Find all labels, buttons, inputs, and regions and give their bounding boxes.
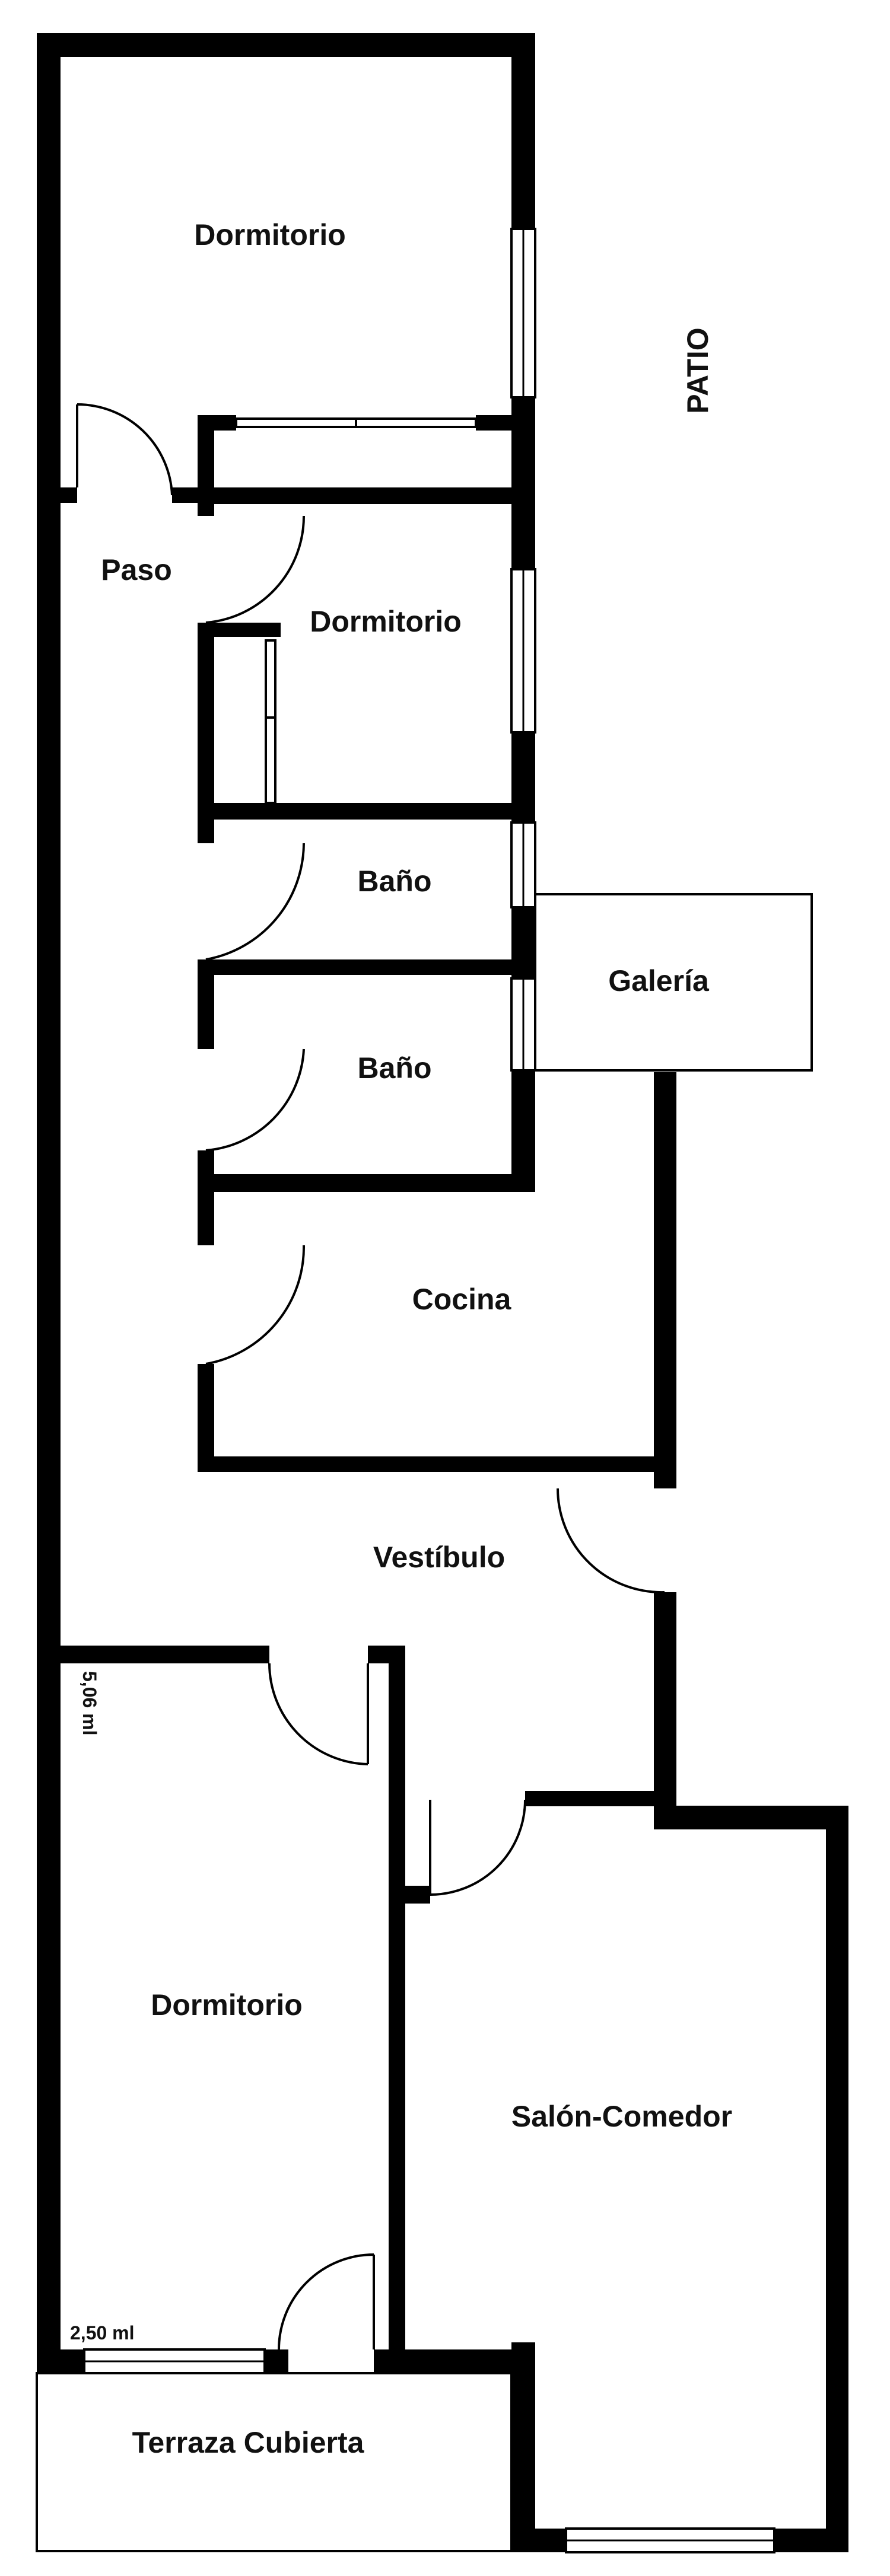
label-vestibulo: Vestíbulo [373,1541,505,1574]
doors [76,403,665,2350]
mid-closet-slider [265,639,276,804]
bath2-left-wall [198,975,214,1049]
closet-top-wall-left [198,415,236,431]
galeria-outline [534,893,813,1072]
label-terraza-cubierta: Terraza Cubierta [132,2426,365,2459]
outer-wall-left [37,33,61,2373]
closet-bottom-wall [198,487,535,504]
bottom-bedroom-right-wall [389,1646,405,2363]
door-arc-bath-1 [205,843,305,961]
label-paso: Paso [101,553,172,586]
dimension-width: 2,50 ml [70,2322,135,2344]
label-galeria: Galería [608,964,710,997]
door-arc-mid-bedroom [205,515,306,624]
label-dormitorio-bottom: Dormitorio [151,1988,303,2022]
label-patio: PATIO [681,327,714,413]
vestibulo-right-wall [654,1592,676,1826]
mid-closet-bottom-wall [198,803,535,820]
bottom-bedroom-top-wall [37,1646,269,1663]
bath1-left-wall [198,820,214,843]
salon-inner-top-wall [525,1791,675,1806]
label-salon-comedor: Salón-Comedor [511,2100,732,2133]
dimension-height: 5,06 ml [79,1671,100,1736]
top-bedroom-door-jamb [61,487,77,503]
bath2-bottom-wall [198,1174,535,1192]
mid-bedroom-left-wall [198,623,214,820]
bath1-bottom-wall [198,959,535,975]
salon-left-wall [511,2342,535,2552]
kitchen-bottom-wall [198,1456,676,1472]
door-arc-bottom-bedroom [268,1663,368,1765]
door-arc-bath-2 [205,1048,305,1152]
room-labels: Dormitorio Paso Dormitorio Baño Baño Gal… [101,218,732,2459]
mid-bedroom-left-wall-top [198,504,214,516]
salon-inner-left-wall-top [389,1886,430,1904]
walls [37,33,848,2552]
kitchen-left-wall-top [198,1192,214,1245]
label-dormitorio-mid: Dormitorio [310,605,462,638]
windows [83,228,775,2553]
door-arc-salon [430,1799,526,1896]
terrace-wall-right [265,2349,288,2373]
mid-closet-top-wall [198,623,281,637]
outer-wall-top [37,33,535,57]
label-cocina: Cocina [412,1283,512,1316]
door-arc-top-bedroom [77,403,173,496]
top-bedroom-door-stub [172,487,198,503]
annexes [36,893,813,2552]
door-arc-cocina [205,1245,306,1365]
outer-wall-bottom-right [774,2529,848,2552]
kitchen-right-wall [654,1072,676,1488]
door-arc-terrace [278,2253,374,2350]
kitchen-left-wall-bottom [198,1364,214,1471]
label-bano-1: Baño [358,865,432,898]
closet-top-wall-right [476,415,535,431]
outer-wall-right-salon [826,1806,848,2552]
outer-wall-right-top [511,33,535,229]
terraza-outline [36,2372,513,2552]
label-bano-2: Baño [358,1051,432,1085]
salon-top-wall [654,1806,848,1829]
terrace-wall-left [37,2349,84,2373]
label-dormitorio-top: Dormitorio [194,218,346,251]
outer-wall-right-mid4 [511,1070,535,1192]
door-arc-vestibulo [557,1488,665,1594]
